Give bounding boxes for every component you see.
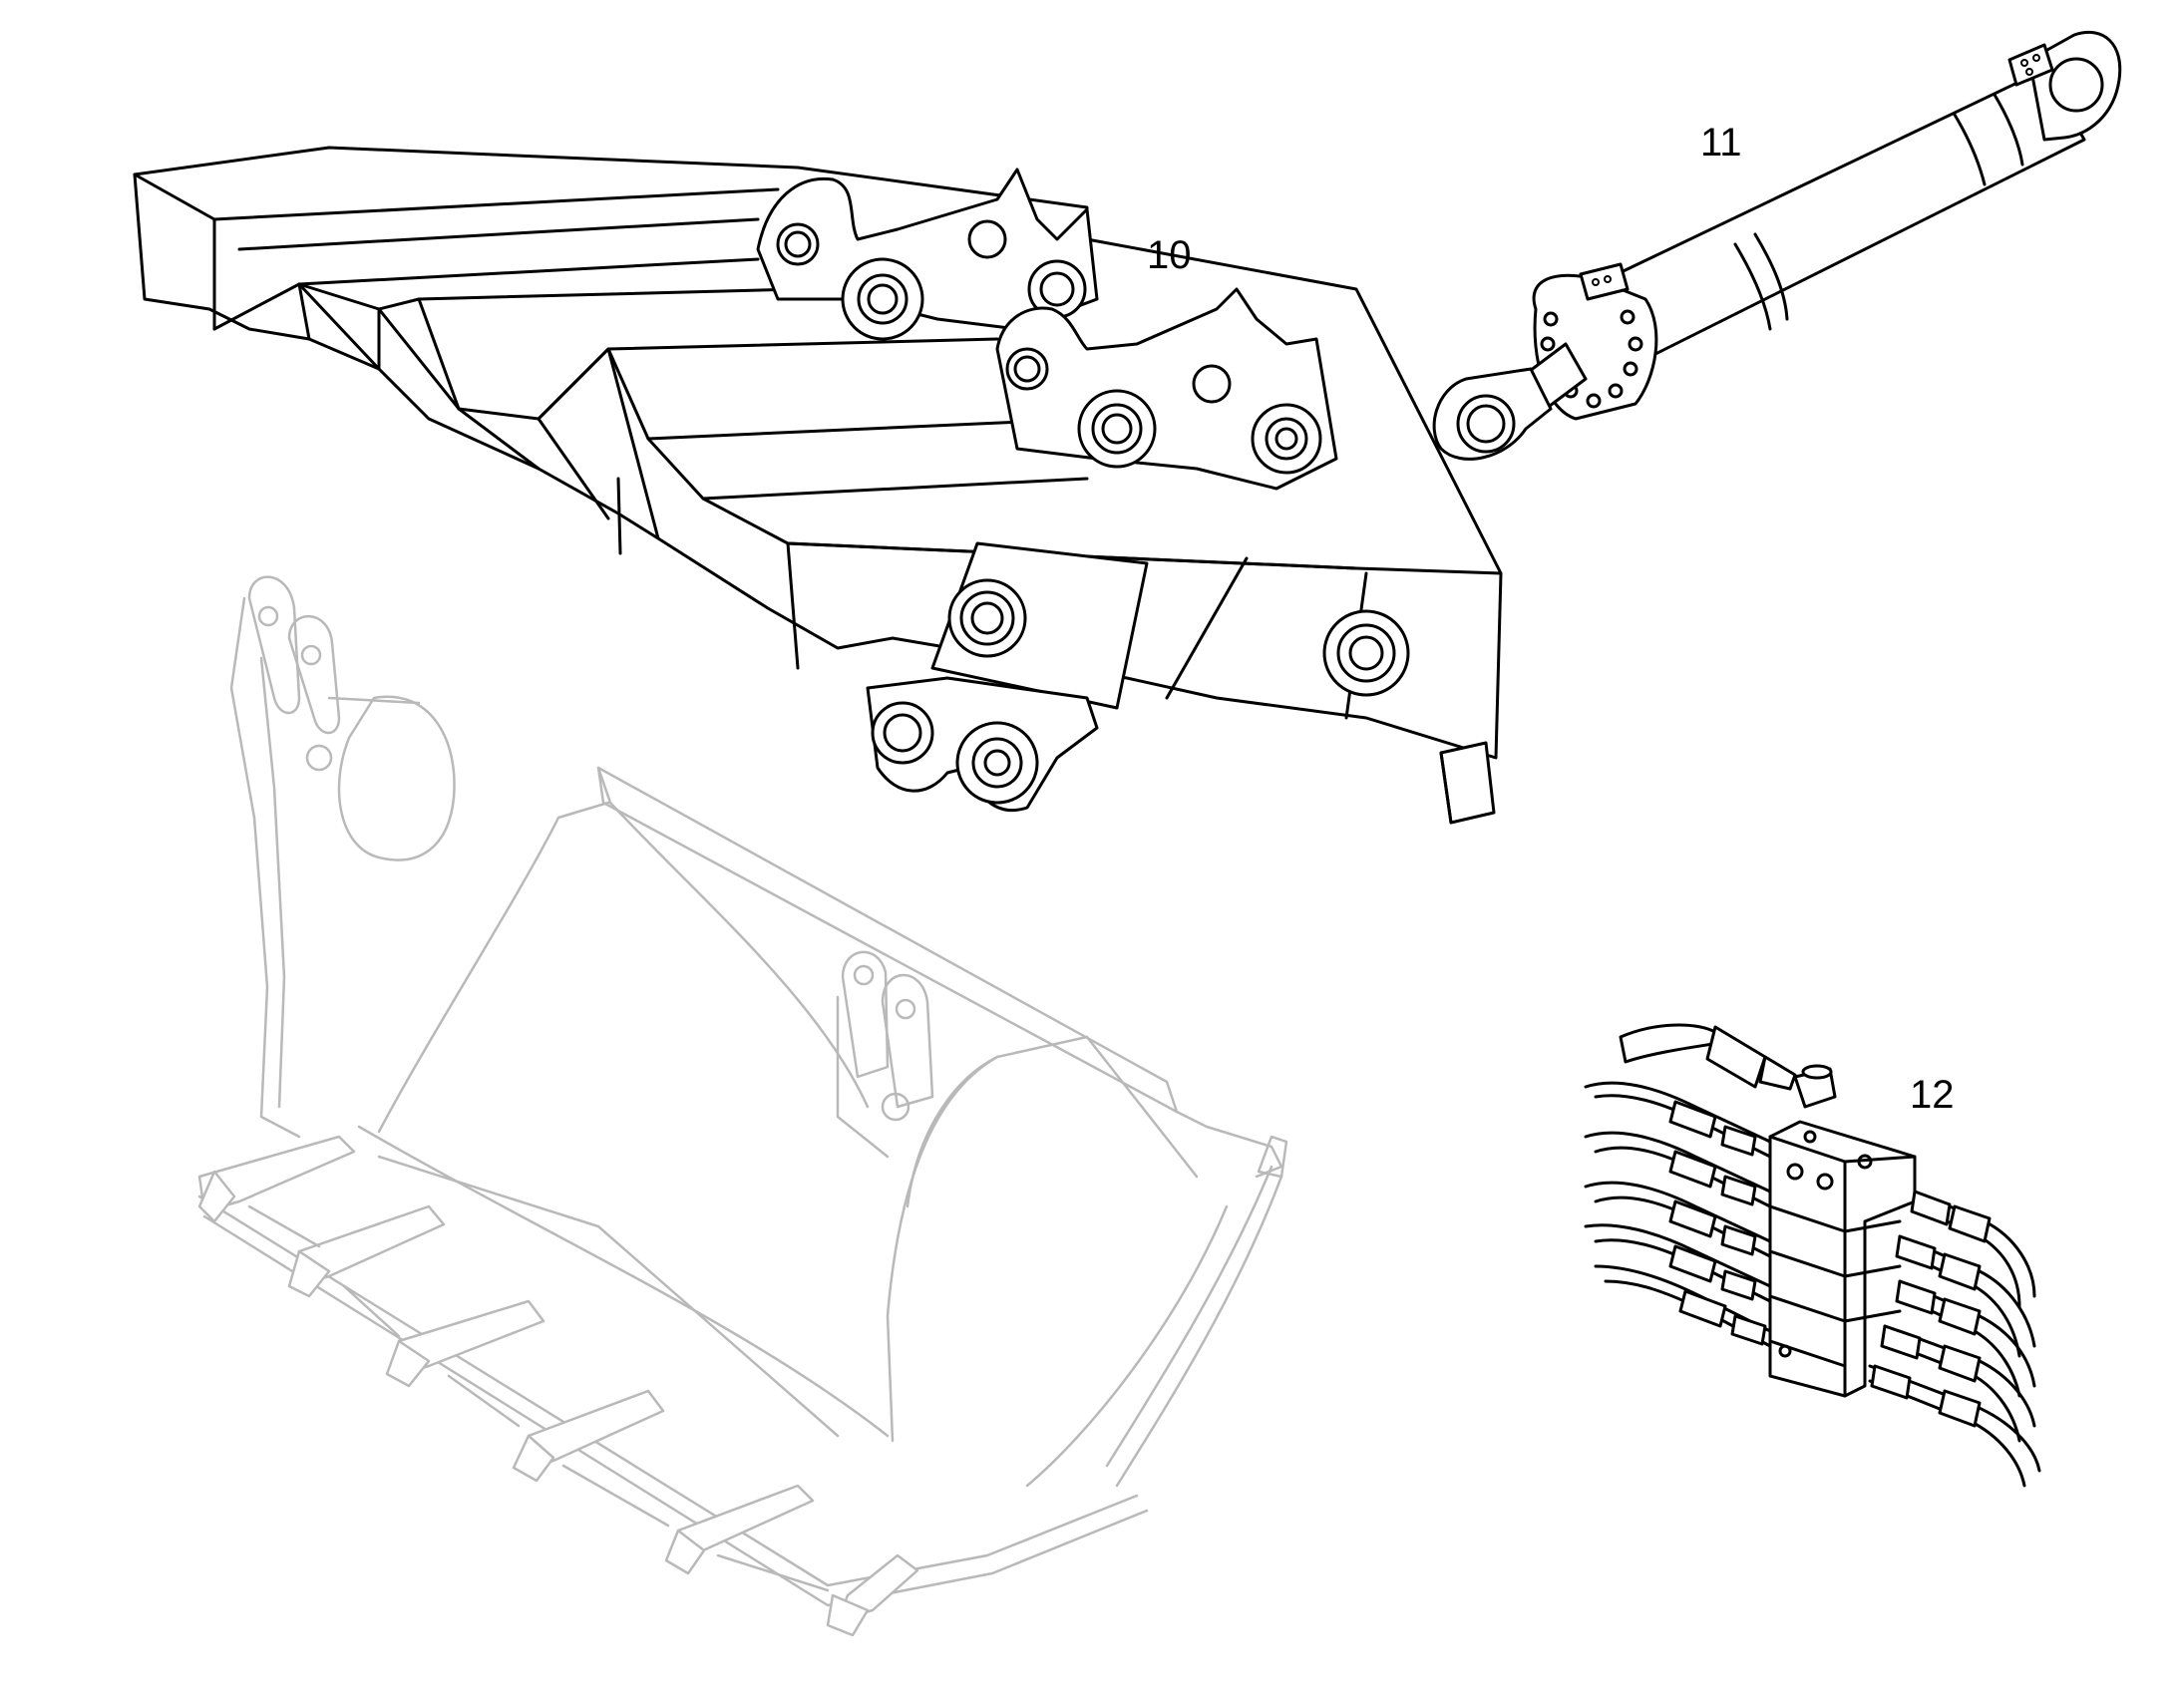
bucket-ghost xyxy=(197,575,1288,1637)
boom-assembly xyxy=(133,146,1503,825)
right-hoses xyxy=(1868,1190,2041,1488)
callout-12: 12 xyxy=(1910,1073,1955,1117)
callout-10: 10 xyxy=(1147,233,1192,277)
hydraulic-cylinder xyxy=(1432,30,2122,461)
left-hoses xyxy=(1584,1081,1772,1348)
bucket-teeth xyxy=(197,1135,919,1637)
valve-block-assembly xyxy=(1584,1023,2041,1488)
callout-11: 11 xyxy=(1700,121,1742,165)
